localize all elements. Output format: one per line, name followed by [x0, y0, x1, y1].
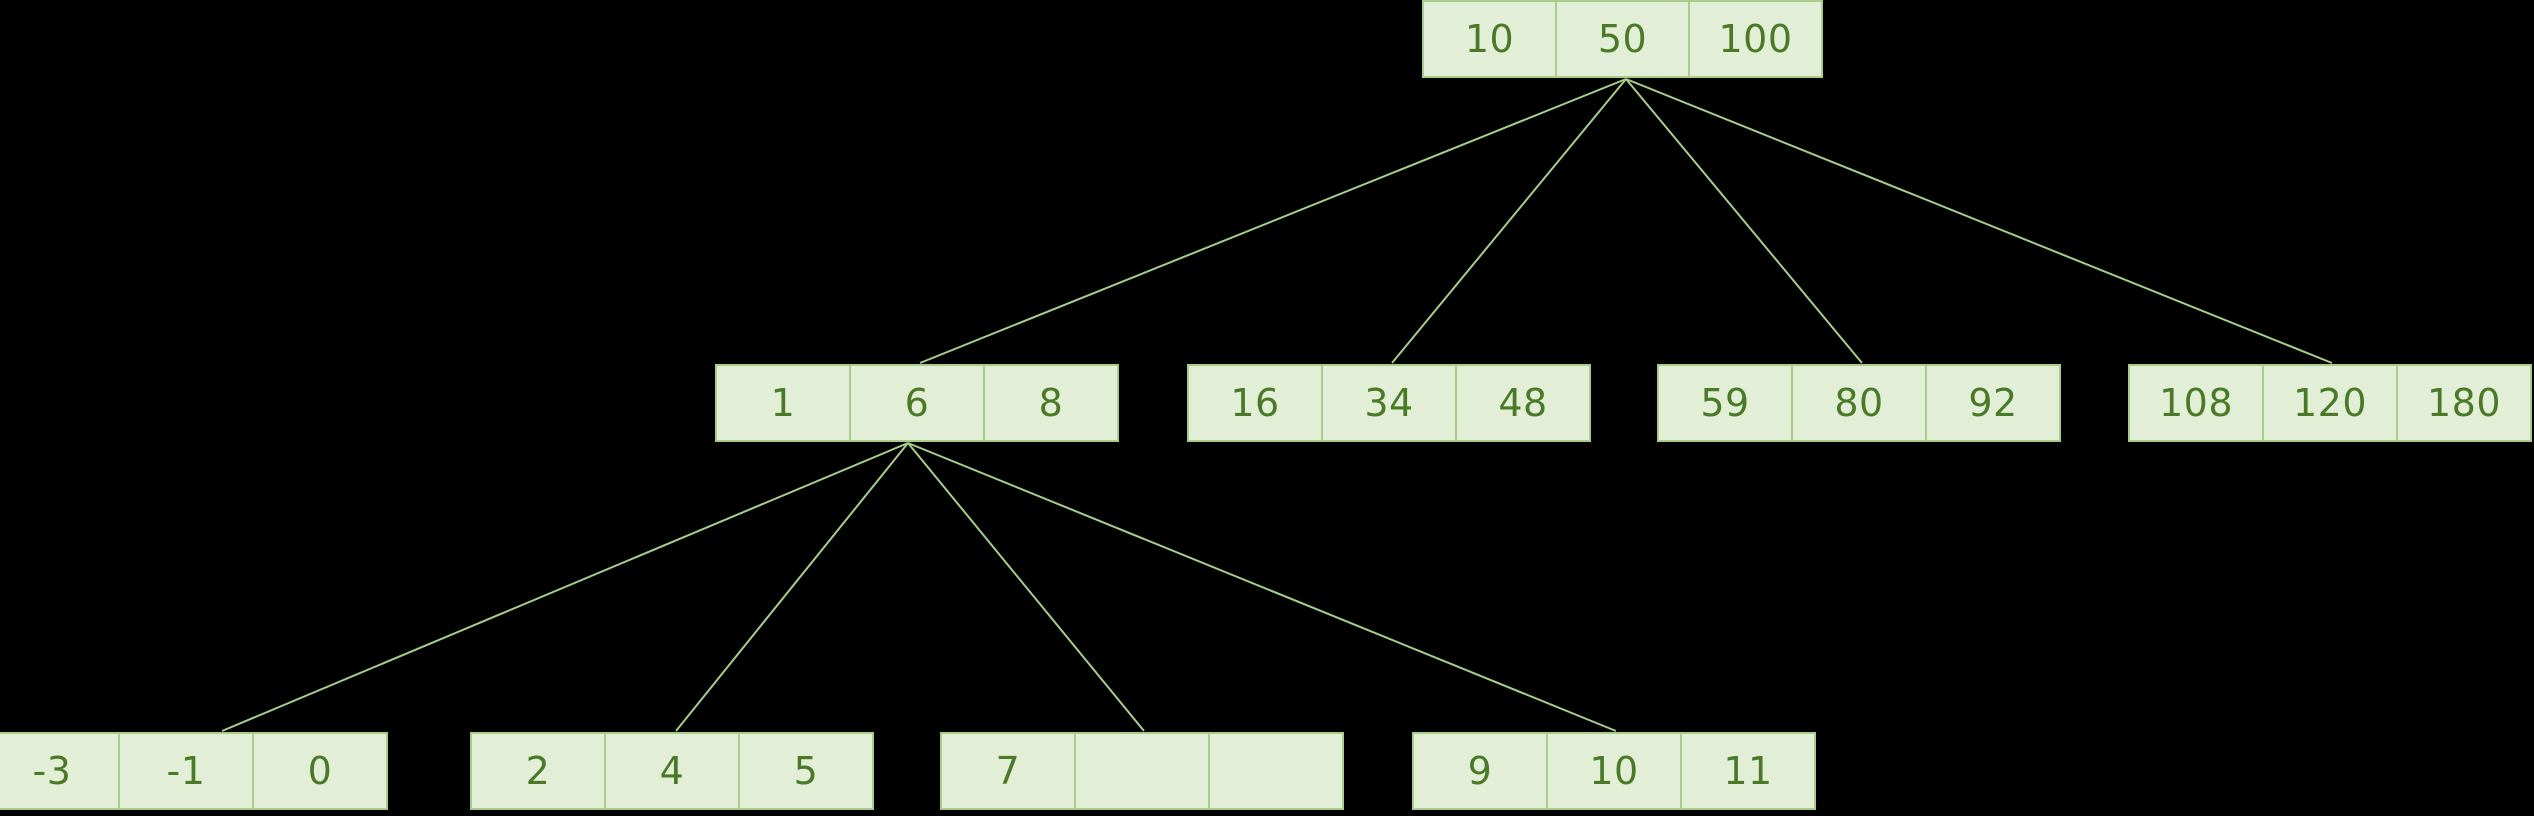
btree-cell[interactable]: 48	[1455, 364, 1591, 442]
btree-cell[interactable]: 1	[715, 364, 851, 442]
btree-cell[interactable]: 180	[2396, 364, 2532, 442]
btree-cell[interactable]: 10	[1546, 732, 1682, 810]
btree-edge	[221, 442, 909, 732]
btree-cell[interactable]: 4	[604, 732, 740, 810]
btree-cell[interactable]: 59	[1657, 364, 1793, 442]
btree-cell[interactable]: 108	[2128, 364, 2264, 442]
btree-edge	[907, 442, 1145, 732]
btree-edge	[675, 442, 909, 732]
btree-cell[interactable]: 10	[1422, 0, 1557, 78]
btree-cell[interactable]: 80	[1791, 364, 1927, 442]
btree-cell[interactable]: -3	[0, 732, 120, 810]
btree-edge	[1391, 78, 1627, 364]
btree-cell[interactable]: 5	[738, 732, 874, 810]
btree-cell[interactable]: 0	[252, 732, 388, 810]
btree-edge	[1625, 78, 2333, 364]
btree-cell[interactable]: 7	[940, 732, 1076, 810]
btree-cell-empty[interactable]	[1074, 732, 1210, 810]
btree-cell[interactable]: 92	[1925, 364, 2061, 442]
btree-cell[interactable]: 34	[1321, 364, 1457, 442]
btree-cell[interactable]: 16	[1187, 364, 1323, 442]
btree-node[interactable]: 7	[940, 732, 1344, 810]
btree-edge	[919, 78, 1627, 364]
btree-edge	[1625, 78, 1863, 364]
btree-cell[interactable]: 50	[1555, 0, 1690, 78]
btree-cell[interactable]: 6	[849, 364, 985, 442]
btree-edge	[907, 442, 1617, 732]
btree-cell[interactable]: 120	[2262, 364, 2398, 442]
btree-cell[interactable]: -1	[118, 732, 254, 810]
btree-cell[interactable]: 2	[470, 732, 606, 810]
btree-cell[interactable]: 8	[983, 364, 1119, 442]
btree-cell-empty[interactable]	[1208, 732, 1344, 810]
btree-cell[interactable]: 11	[1680, 732, 1816, 810]
btree-cell[interactable]: 100	[1688, 0, 1823, 78]
btree-cell[interactable]: 9	[1412, 732, 1548, 810]
